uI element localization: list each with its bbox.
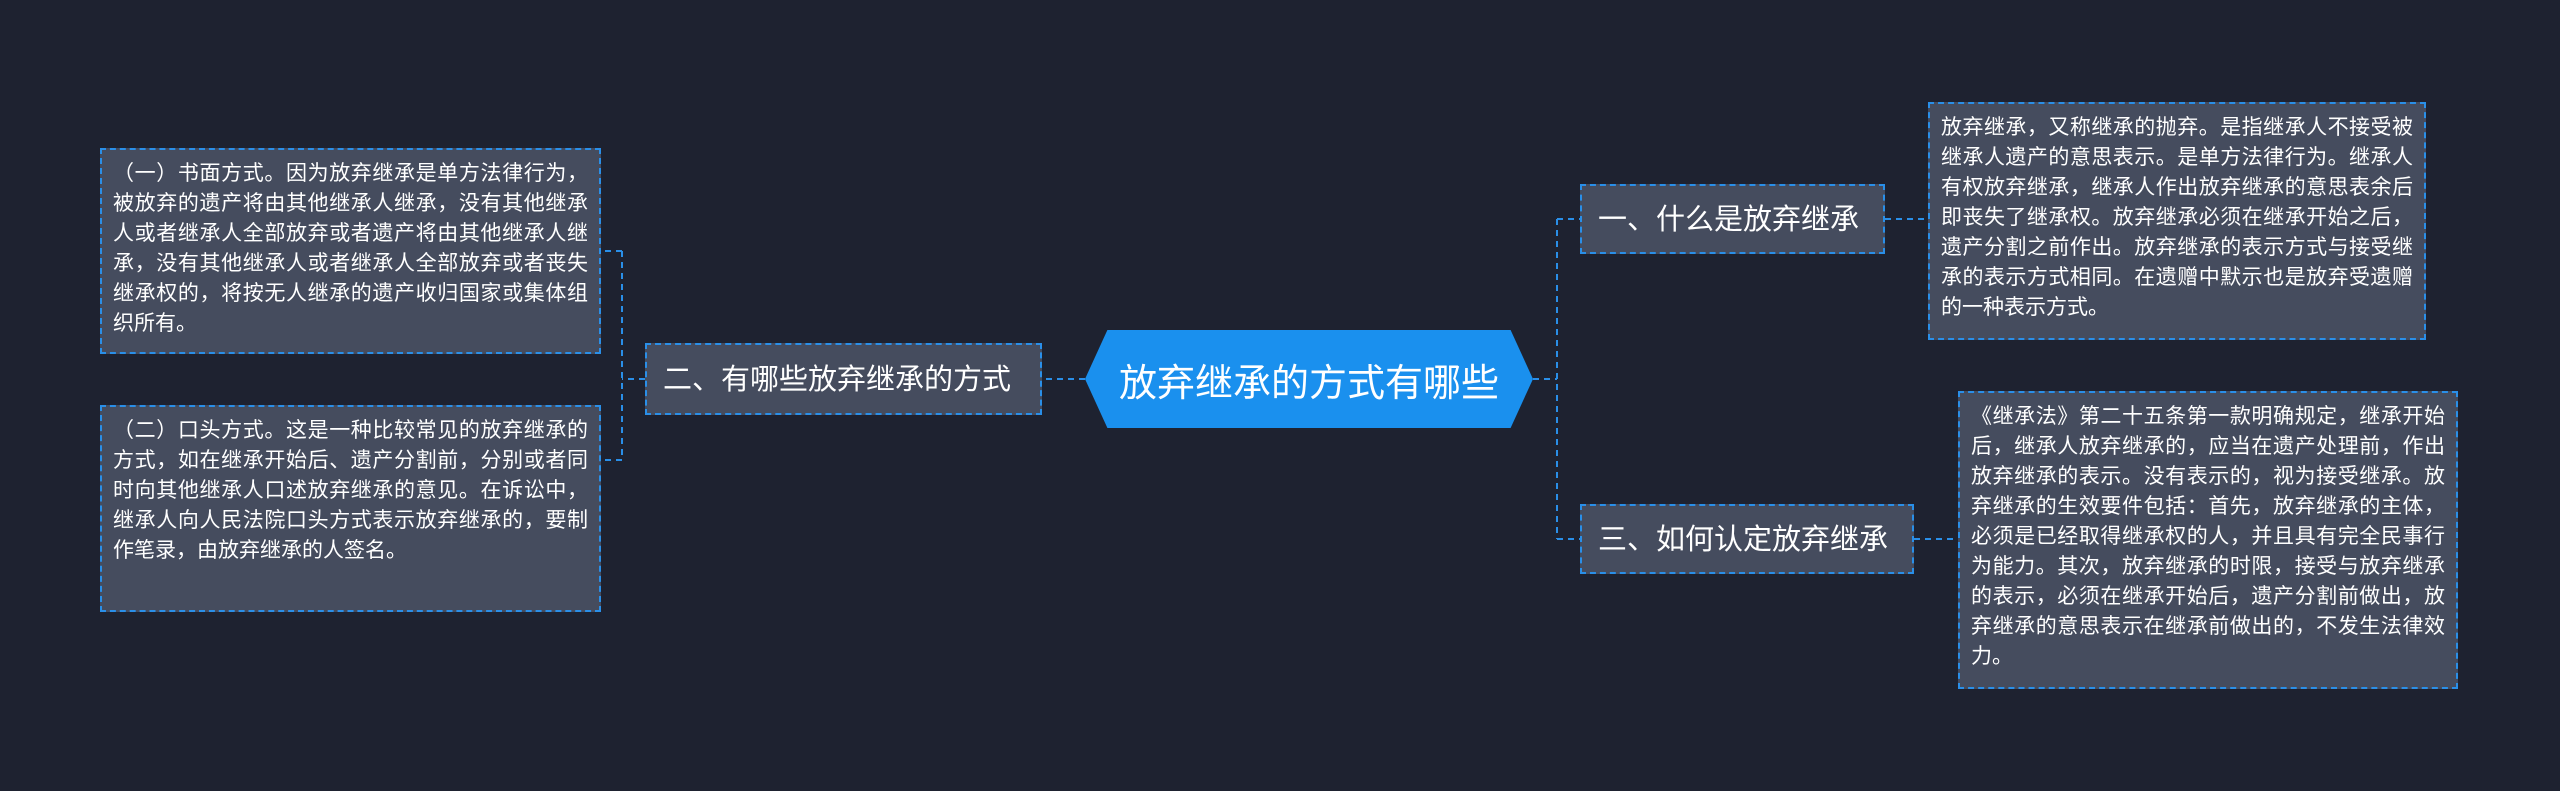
branch-label: 一、什么是放弃继承 bbox=[1598, 201, 1860, 236]
branch-label: 二、有哪些放弃继承的方式 bbox=[663, 361, 1012, 396]
detail-text: 《继承法》第二十五条第一款明确规定，继承开始后，继承人放弃继承的，应当在遗产处理… bbox=[1971, 404, 2445, 668]
detail-oral-method[interactable]: （二）口头方式。这是一种比较常见的放弃继承的方式，如在继承开始后、遗产分割前，分… bbox=[100, 405, 601, 612]
detail-text: 放弃继承，又称继承的抛弃。是指继承人不接受被继承人遗产的意思表示。是单方法律行为… bbox=[1941, 115, 2413, 319]
detail-text: （二）口头方式。这是一种比较常见的放弃继承的方式，如在继承开始后、遗产分割前，分… bbox=[113, 418, 588, 562]
root-topic[interactable]: 放弃继承的方式有哪些 bbox=[1085, 330, 1533, 428]
branch-label: 三、如何认定放弃继承 bbox=[1598, 521, 1889, 556]
detail-what-is-renunciation[interactable]: 放弃继承，又称继承的抛弃。是指继承人不接受被继承人遗产的意思表示。是单方法律行为… bbox=[1928, 102, 2426, 340]
detail-how-to-determine[interactable]: 《继承法》第二十五条第一款明确规定，继承开始后，继承人放弃继承的，应当在遗产处理… bbox=[1958, 391, 2458, 689]
branch-how-to-determine[interactable]: 三、如何认定放弃继承 bbox=[1580, 504, 1914, 574]
branch-what-is-renunciation[interactable]: 一、什么是放弃继承 bbox=[1580, 184, 1885, 254]
root-title: 放弃继承的方式有哪些 bbox=[1118, 360, 1499, 405]
branch-methods[interactable]: 二、有哪些放弃继承的方式 bbox=[645, 343, 1042, 415]
detail-written-method[interactable]: （一）书面方式。因为放弃继承是单方法律行为，被放弃的遗产将由其他继承人继承，没有… bbox=[100, 148, 601, 354]
detail-text: （一）书面方式。因为放弃继承是单方法律行为，被放弃的遗产将由其他继承人继承，没有… bbox=[113, 161, 588, 335]
